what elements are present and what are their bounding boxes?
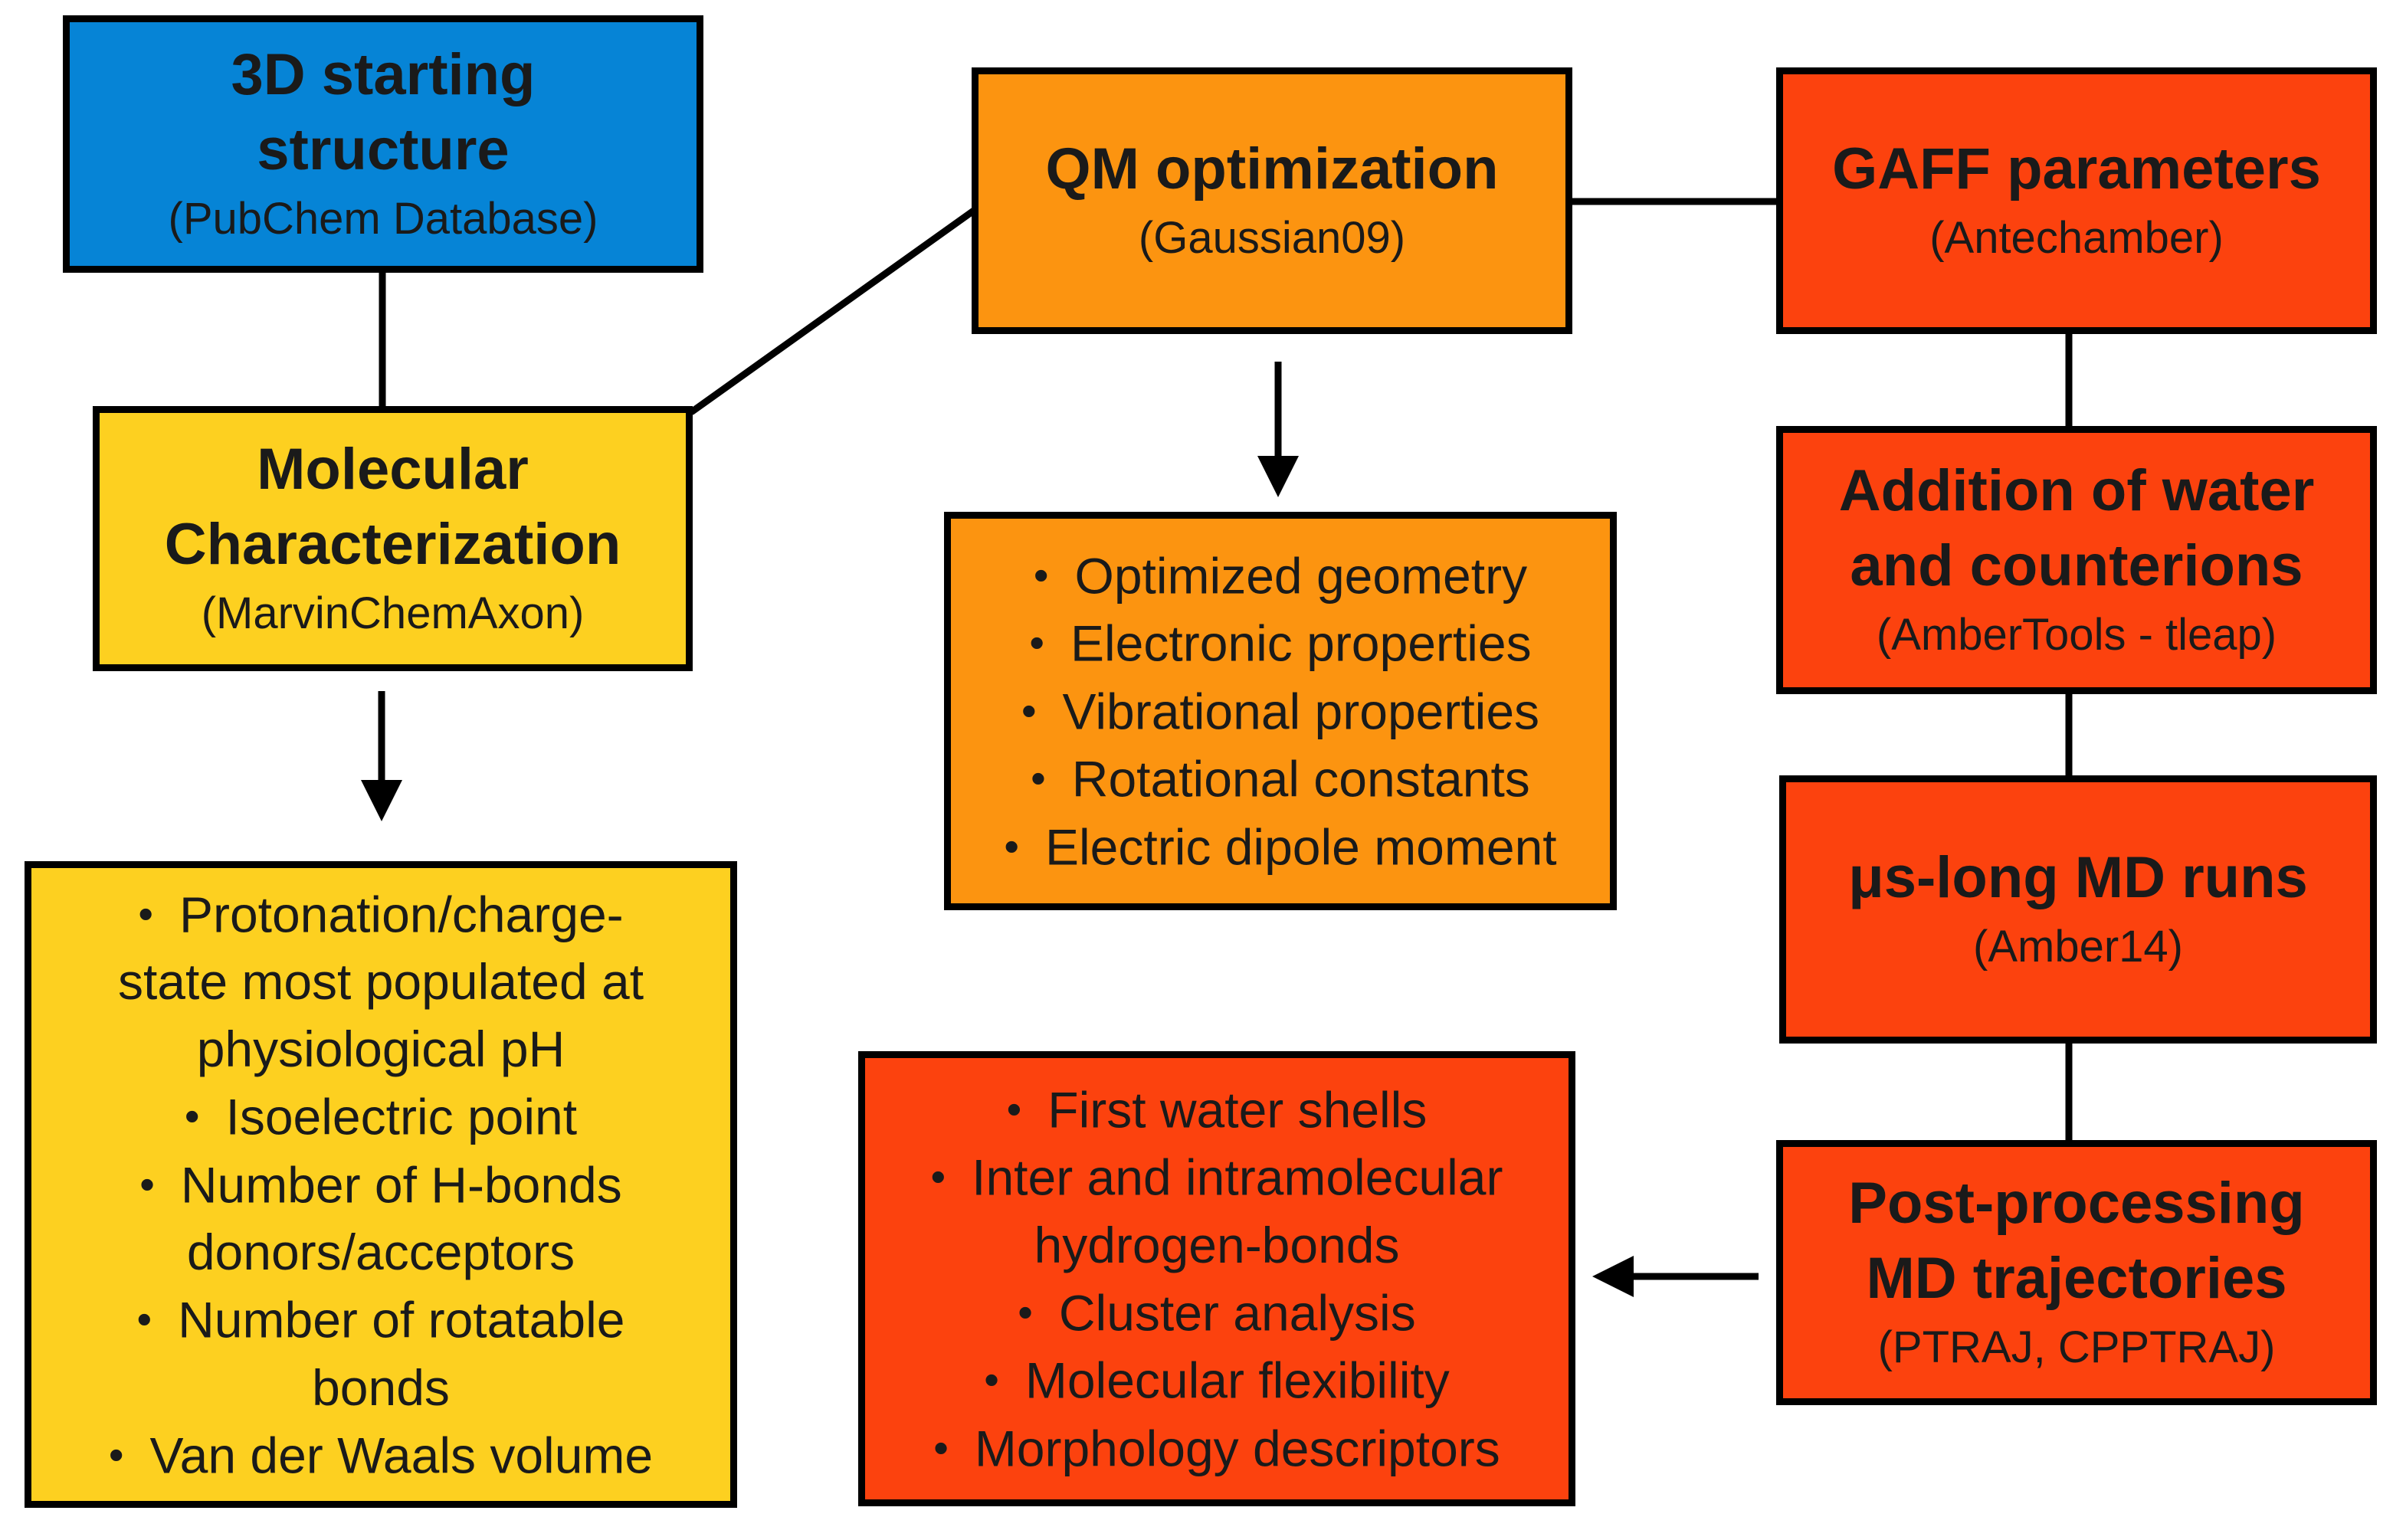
list-item: •Cluster analysis: [931, 1279, 1503, 1346]
molecular-title-line2: Characterization: [164, 512, 621, 577]
qm-box: QM optimization (Gaussian09): [972, 67, 1572, 334]
list-item: •Van der Waals volume: [109, 1421, 653, 1489]
md-title: μs-long MD runs: [1848, 845, 2308, 910]
post-title-line2: MD trajectories: [1866, 1246, 2287, 1311]
md-box: μs-long MD runs (Amber14): [1779, 775, 2377, 1044]
qm-results-list: •Optimized geometry •Electronic properti…: [1004, 542, 1556, 880]
molecular-subtitle: (MarvinChemAxon): [201, 588, 585, 638]
list-item: •Inter and intramolecular hydrogen-bonds: [931, 1143, 1503, 1278]
molecular-results-list: •Protonation/charge- state most populate…: [109, 880, 653, 1489]
md-subtitle: (Amber14): [1973, 922, 2183, 972]
water-box: Addition of water and counterions (Amber…: [1776, 426, 2377, 694]
bullet-icon: •: [930, 1152, 946, 1201]
structure-subtitle: (PubChem Database): [168, 194, 598, 244]
structure-title-line2: structure: [257, 117, 510, 182]
water-title-line1: Addition of water: [1838, 458, 2315, 523]
list-item: •Optimized geometry: [1004, 542, 1556, 609]
bullet-icon: •: [136, 1295, 152, 1344]
water-title: Addition of water and counterions: [1839, 454, 2315, 604]
molecular-results-box: •Protonation/charge- state most populate…: [25, 861, 737, 1508]
structure-title: 3D starting structure: [231, 38, 536, 188]
gaff-subtitle: (Antechamber): [1929, 213, 2224, 263]
bullet-icon: •: [1004, 821, 1019, 870]
list-item: •Number of H-bonds donors/acceptors: [109, 1151, 653, 1286]
bullet-icon: •: [1021, 686, 1037, 735]
list-item: •Vibrational properties: [1004, 677, 1556, 745]
molecular-box: Molecular Characterization (MarvinChemAx…: [93, 406, 693, 671]
list-item: •Rotational constants: [1004, 745, 1556, 812]
bullet-icon: •: [1018, 1287, 1033, 1336]
bullet-icon: •: [1031, 754, 1046, 803]
bullet-icon: •: [1029, 618, 1044, 667]
list-item: •First water shells: [931, 1076, 1503, 1143]
structure-title-line1: 3D starting: [231, 42, 536, 107]
qm-title: QM optimization: [1045, 136, 1499, 202]
connector-molecular-qm: [689, 207, 977, 415]
water-subtitle: (AmberTools - tleap): [1876, 610, 2277, 660]
bullet-icon: •: [108, 1430, 124, 1479]
post-box: Post-processing MD trajectories (PTRAJ, …: [1776, 1140, 2377, 1405]
bullet-icon: •: [1006, 1084, 1022, 1133]
bullet-icon: •: [184, 1092, 200, 1141]
post-subtitle: (PTRAJ, CPPTRAJ): [1877, 1322, 2276, 1372]
bullet-icon: •: [1033, 550, 1049, 599]
list-item: •Isoelectric point: [109, 1083, 653, 1150]
bullet-icon: •: [933, 1423, 949, 1472]
bullet-icon: •: [139, 1159, 155, 1208]
molecular-title-line1: Molecular: [257, 437, 529, 502]
structure-box: 3D starting structure (PubChem Database): [63, 15, 703, 273]
post-title-line1: Post-processing: [1848, 1171, 2305, 1236]
qm-subtitle: (Gaussian09): [1138, 213, 1406, 263]
bullet-icon: •: [984, 1355, 999, 1404]
list-item: •Electric dipole moment: [1004, 813, 1556, 880]
gaff-box: GAFF parameters (Antechamber): [1776, 67, 2377, 334]
list-item: •Protonation/charge- state most populate…: [109, 880, 653, 1083]
list-item: •Molecular flexibility: [931, 1346, 1503, 1414]
gaff-title: GAFF parameters: [1832, 136, 2321, 202]
bullet-icon: •: [138, 889, 153, 938]
qm-results-box: •Optimized geometry •Electronic properti…: [944, 512, 1617, 910]
water-title-line2: and counterions: [1850, 533, 2303, 598]
md-results-box: •First water shells •Inter and intramole…: [858, 1051, 1575, 1506]
md-results-list: •First water shells •Inter and intramole…: [931, 1076, 1503, 1482]
list-item: •Number of rotatable bonds: [109, 1286, 653, 1420]
list-item: •Morphology descriptors: [931, 1414, 1503, 1482]
list-item: •Electronic properties: [1004, 609, 1556, 677]
post-title: Post-processing MD trajectories: [1848, 1166, 2304, 1316]
molecular-title: Molecular Characterization: [165, 432, 621, 582]
